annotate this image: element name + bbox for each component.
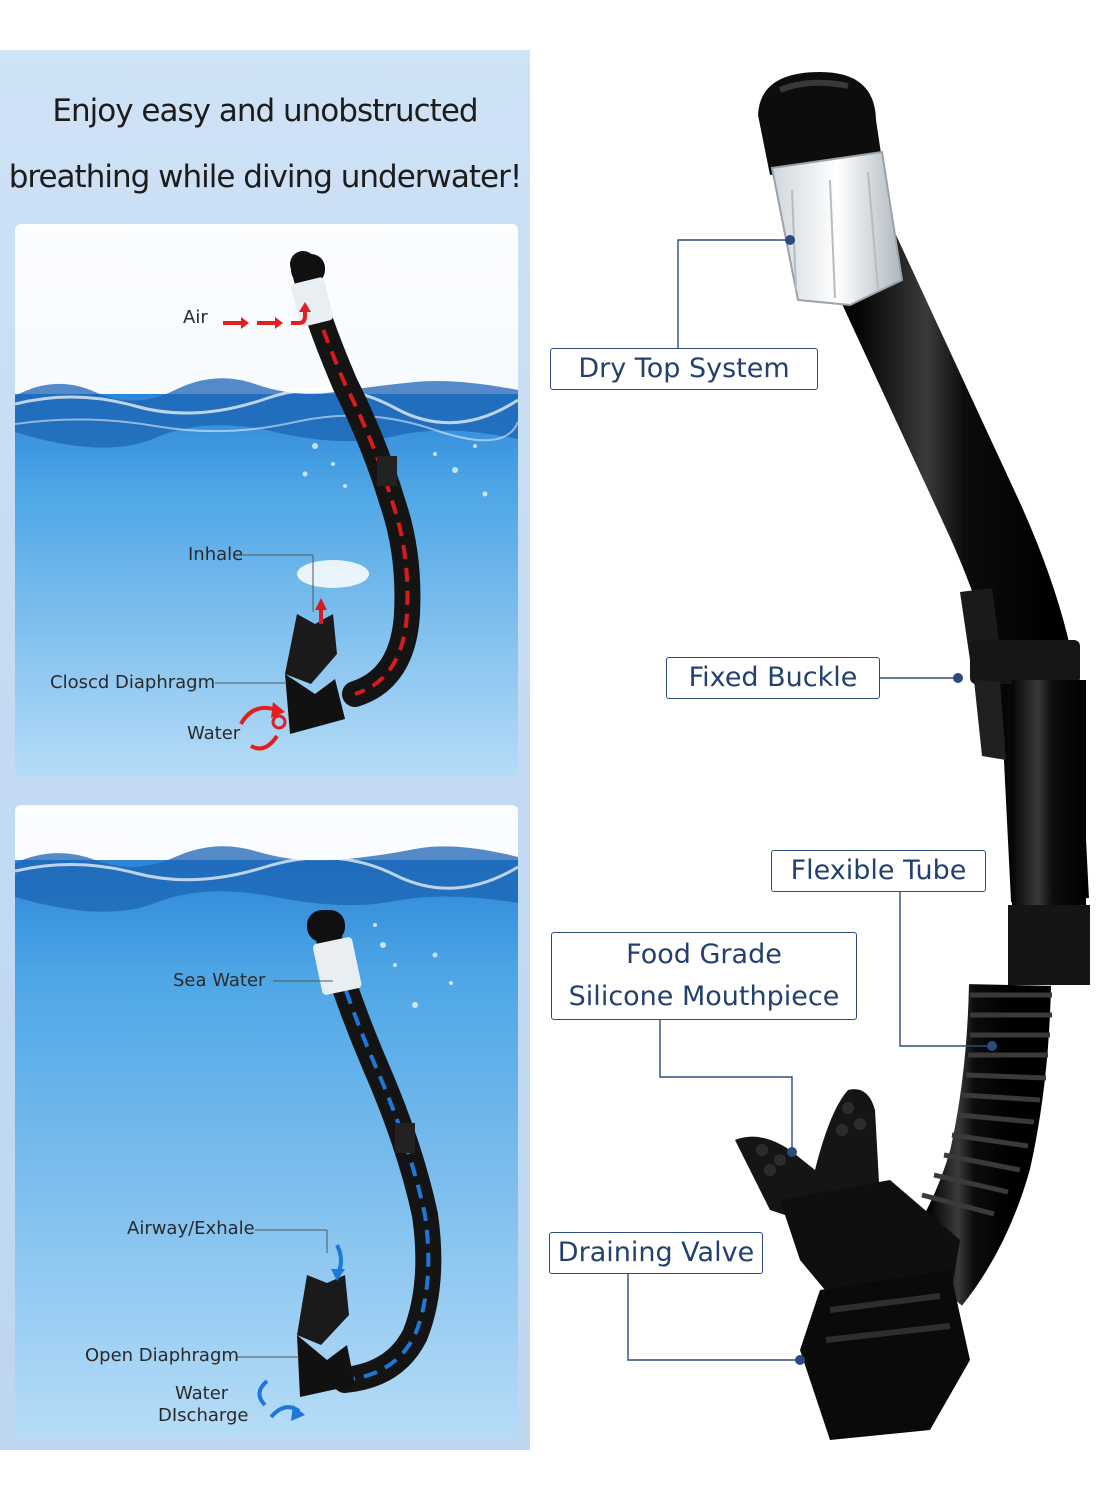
flexible-tube-callout: Flexible Tube [771,850,986,892]
fixed-buckle-text: Fixed Buckle [688,662,858,693]
open-diaphragm-label: Open Diaphragm [85,1345,239,1366]
open-diaphragm-scene: Sea Water Airway/Exhale Open Diaphragm W… [15,805,518,1437]
fixed-buckle-callout: Fixed Buckle [666,657,880,699]
headline-line-2: breathing while diving underwater! [8,159,523,195]
mouthpiece-text-line-2: Silicone Mouthpiece [568,981,840,1012]
closed-diaphragm-scene: Air Inhale Closcd Diaphragm Water [15,224,518,777]
water-discharge-line-1: Water [175,1383,229,1404]
headline: Enjoy easy and unobstructed breathing wh… [0,78,530,210]
mouthpiece-text-line-1: Food Grade [626,939,782,970]
airway-exhale-label: Airway/Exhale [127,1218,255,1239]
dry-top-system-text: Dry Top System [578,353,790,384]
dry-top-system-callout: Dry Top System [550,348,818,390]
inhale-label: Inhale [188,544,244,565]
mouthpiece-callout: Food Grade Silicone Mouthpiece [551,932,857,1020]
headline-line-1: Enjoy easy and unobstructed [52,93,478,129]
closed-diaphragm-illustration [15,224,518,777]
draining-valve-text: Draining Valve [557,1237,755,1268]
draining-valve-callout: Draining Valve [549,1232,763,1274]
flexible-tube-text: Flexible Tube [790,855,967,886]
air-label: Air [183,307,208,328]
open-diaphragm-illustration [15,805,518,1437]
sea-water-label: Sea Water [173,970,266,991]
closed-diaphragm-label: Closcd Diaphragm [50,672,216,693]
snorkel-product-illustration [627,72,1090,1440]
water-discharge-line-2: DIscharge [158,1405,249,1426]
water-label: Water [187,723,241,744]
